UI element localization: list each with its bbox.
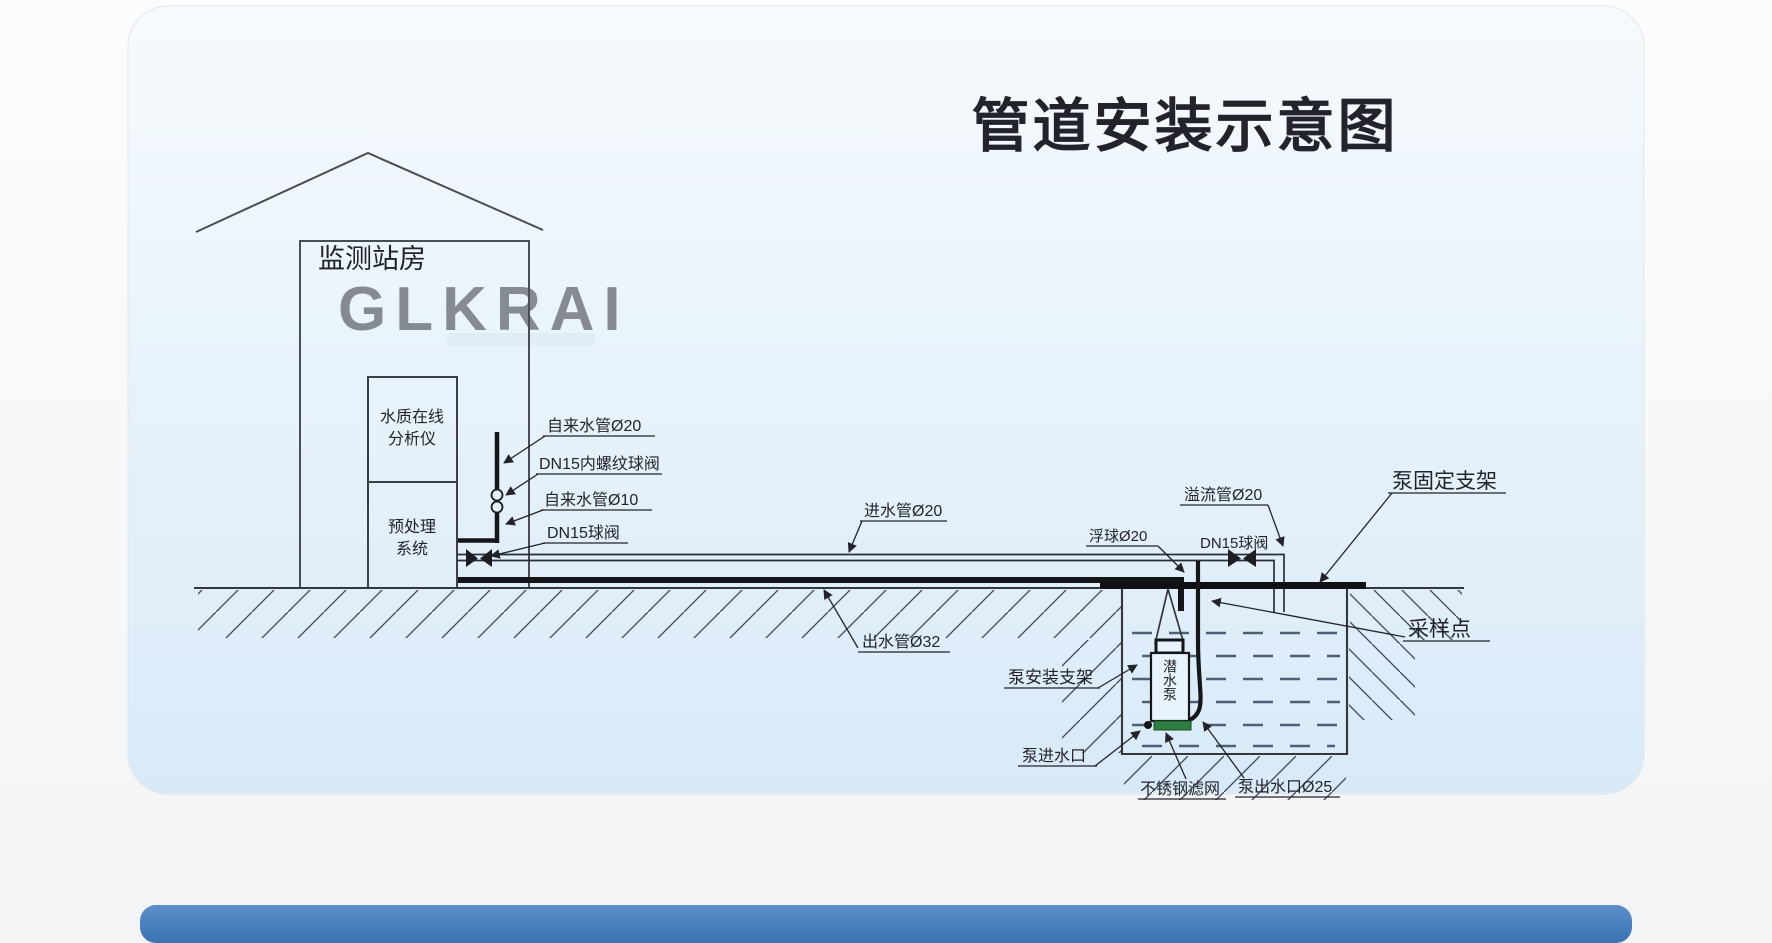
label-outlet-pipe: 出水管Ø32 xyxy=(862,633,940,651)
pretreatment-label-line1: 预处理 xyxy=(388,518,436,536)
stainless-filter-strip xyxy=(1153,720,1192,731)
label-pump-outlet: 泵出水口Ø25 xyxy=(1238,778,1332,796)
threaded-valve-icon xyxy=(490,500,504,514)
pump-inlet-nub xyxy=(1144,721,1152,729)
pit-left-hatch xyxy=(1062,640,1122,753)
pump-riser-hose xyxy=(1185,561,1203,724)
label-pump-fixing-bracket: 泵固定支架 xyxy=(1392,470,1497,493)
label-sampling-point: 采样点 xyxy=(1408,618,1471,641)
label-dn15-threaded-valve: DN15内螺纹球阀 xyxy=(539,455,660,473)
analyzer-label-line2: 分析仪 xyxy=(388,430,436,448)
label-dn15-valve-right: DN15球阀 xyxy=(1200,535,1268,552)
overflow-drop-inner xyxy=(1198,559,1275,612)
label-inlet-pipe: 进水管Ø20 xyxy=(864,502,942,520)
sampling-pit xyxy=(1120,588,1349,756)
watermark: GLKRAI xyxy=(338,275,630,346)
label-overflow-pipe: 溢流管Ø20 xyxy=(1184,486,1262,504)
ground-hatch-right xyxy=(1350,590,1462,640)
watermark-subline xyxy=(447,333,595,346)
label-float-ball: 浮球Ø20 xyxy=(1089,528,1147,545)
house-walls xyxy=(299,240,530,587)
label-pump-mounting-bracket: 泵安装支架 xyxy=(1008,668,1093,687)
overflow-drop-outer xyxy=(1198,553,1285,612)
pump-mounting-frame xyxy=(1154,588,1185,645)
callouts: 自来水管Ø20 DN15内螺纹球阀 自来水管Ø10 DN15球阀 进水管Ø20 … xyxy=(490,417,1506,800)
label-pump-inlet: 泵进水口 xyxy=(1022,747,1086,765)
label-tap-pipe-10: 自来水管Ø10 xyxy=(544,491,638,509)
roof-lines xyxy=(195,151,544,233)
diagram-card xyxy=(127,5,1645,795)
water-dashes xyxy=(1132,631,1340,748)
bottom-blue-band xyxy=(140,905,1632,943)
ball-valve-left-icon xyxy=(466,549,492,567)
pit-right-hatch xyxy=(1349,640,1415,720)
outlet-pipe-run xyxy=(458,577,1366,611)
inlet-pipe-run xyxy=(458,549,1285,612)
label-dn15-valve-left: DN15球阀 xyxy=(547,524,620,542)
pit-bottom-hatch xyxy=(1124,756,1346,800)
pump-cap xyxy=(1154,638,1185,655)
pit-walls xyxy=(1120,588,1349,756)
pretreatment-label-line2: 系统 xyxy=(396,540,428,558)
station-name: 监测站房 xyxy=(318,244,426,274)
submersible-pump: 潜水泵 xyxy=(1144,638,1192,731)
pump-name: 潜水泵 xyxy=(1162,659,1178,701)
label-stainless-filter: 不锈钢滤网 xyxy=(1140,780,1220,798)
label-tap-pipe-20: 自来水管Ø20 xyxy=(547,417,641,435)
tap-water-assembly xyxy=(458,432,504,543)
ground xyxy=(194,586,1464,800)
watermark-text: GLKRAI xyxy=(338,275,630,344)
page-title: 管道安装示意图 xyxy=(971,94,1398,159)
ground-hatch-left xyxy=(198,590,1122,638)
analyzer-label-line1: 水质在线 xyxy=(380,408,444,426)
threaded-valve-icon xyxy=(490,488,504,502)
ball-valve-right-icon xyxy=(1228,549,1256,567)
